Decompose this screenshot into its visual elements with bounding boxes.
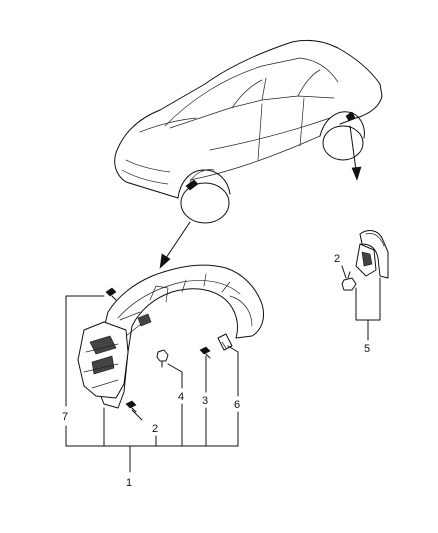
callout-1: 1 bbox=[126, 477, 132, 489]
car-illustration bbox=[114, 39, 383, 224]
callout-numbers: 1 2 2 3 4 5 6 7 bbox=[62, 253, 370, 489]
arrow-front bbox=[159, 221, 191, 269]
callout-2-rear: 2 bbox=[334, 253, 340, 265]
clip-part-4 bbox=[156, 349, 169, 368]
screw-part-2 bbox=[125, 400, 137, 413]
rear-fender-liner bbox=[355, 230, 389, 279]
callout-2-front: 2 bbox=[152, 423, 158, 435]
clip-part-7 bbox=[105, 287, 117, 301]
callout-4: 4 bbox=[178, 391, 184, 403]
front-fender-liner bbox=[77, 264, 265, 409]
callout-7: 7 bbox=[62, 411, 68, 423]
callout-6: 6 bbox=[234, 399, 240, 411]
screw-part-2-rear bbox=[341, 271, 357, 291]
arrow-rear bbox=[349, 125, 362, 181]
callout-5: 5 bbox=[364, 343, 370, 355]
callout-3: 3 bbox=[202, 395, 208, 407]
leader-lines bbox=[65, 265, 381, 473]
bolt-part-3 bbox=[199, 346, 211, 359]
